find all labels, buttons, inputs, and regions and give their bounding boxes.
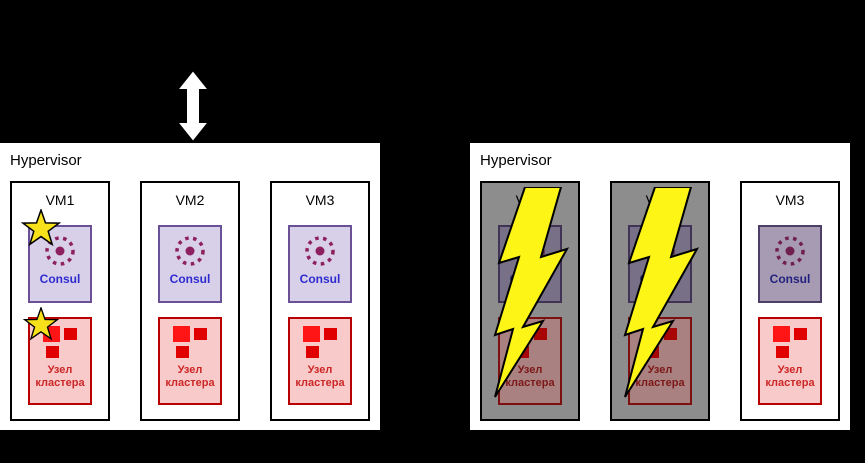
cluster-icon xyxy=(773,326,807,358)
double-arrow-icon xyxy=(176,70,210,142)
cluster-node-box: Узел кластера xyxy=(288,317,352,405)
consul-box: Consul xyxy=(758,225,822,303)
consul-label: Consul xyxy=(169,272,211,286)
cluster-node-box: Узел кластера xyxy=(28,317,92,405)
lightning-icon xyxy=(493,187,570,398)
star-icon xyxy=(20,209,62,247)
cluster-label: Узел кластера xyxy=(765,364,815,390)
left-vm1-box: VM1 Consul Узел кластера xyxy=(10,181,110,421)
consul-label: Consul xyxy=(769,272,811,286)
left-vm2-box: VM2 Consul Узел кластера xyxy=(140,181,240,421)
consul-logo-icon xyxy=(45,236,75,266)
cluster-label: Узел кластера xyxy=(165,364,215,390)
lightning-icon xyxy=(623,187,700,398)
cluster-label: Узел кластера xyxy=(35,364,85,390)
vm-label: VM1 xyxy=(45,192,75,208)
consul-box: Consul xyxy=(288,225,352,303)
cluster-label: Узел кластера xyxy=(295,364,345,390)
left-vm3-box: VM3 Consul Узел кластера xyxy=(270,181,370,421)
cluster-label: Узел кластера xyxy=(635,364,685,390)
cluster-label: Узел кластера xyxy=(505,364,555,390)
consul-label: Consul xyxy=(39,272,81,286)
vm-label: VM2 xyxy=(175,192,205,208)
star-icon xyxy=(22,307,60,341)
vm-label: VM3 xyxy=(775,192,805,208)
consul-label: Consul xyxy=(299,272,341,286)
hypervisor-panel-right: Hypervisor VM1 Consul Узел кластера xyxy=(470,143,850,430)
right-vm2-box-failed: VM2 Consul Узел кластера xyxy=(610,181,710,421)
right-vm1-box-failed: VM1 Consul Узел кластера xyxy=(480,181,580,421)
cluster-icon xyxy=(173,326,207,358)
consul-logo-icon xyxy=(305,236,335,266)
hypervisor-panel-left: Hypervisor VM1 Consul Узел кластера xyxy=(0,143,380,430)
vm-label: VM3 xyxy=(305,192,335,208)
cluster-icon xyxy=(43,326,77,358)
consul-box: Consul xyxy=(158,225,222,303)
cluster-node-box: Узел кластера xyxy=(628,317,692,405)
cluster-node-box: Узел кластера xyxy=(158,317,222,405)
cluster-node-box: Узел кластера xyxy=(758,317,822,405)
right-vm3-box: VM3 Consul Узел кластера xyxy=(740,181,840,421)
cluster-icon xyxy=(303,326,337,358)
consul-logo-icon xyxy=(775,236,805,266)
consul-logo-icon xyxy=(175,236,205,266)
panel-title: Hypervisor xyxy=(480,152,552,169)
panel-title: Hypervisor xyxy=(10,152,82,169)
